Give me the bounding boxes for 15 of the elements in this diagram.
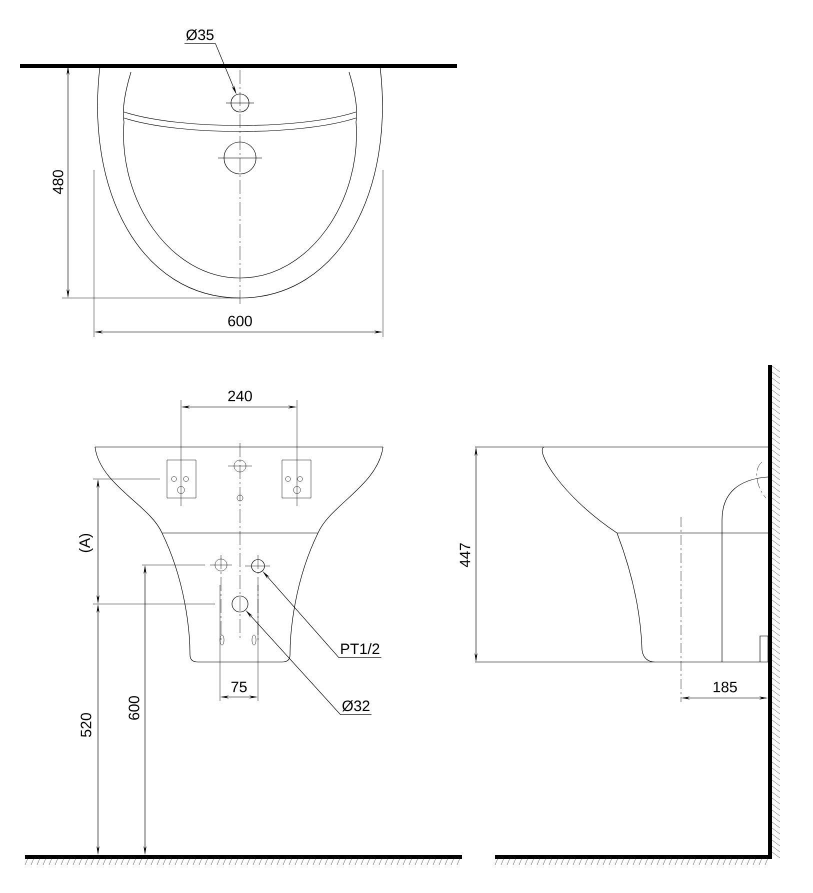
dimension-label: (A) bbox=[78, 532, 94, 554]
dimension-label: 75 bbox=[230, 680, 248, 694]
hole-symbol bbox=[232, 596, 248, 612]
hole-symbol bbox=[230, 94, 250, 112]
callout-label: Ø35 bbox=[186, 29, 214, 40]
dimension-label: 240 bbox=[226, 390, 254, 402]
callout-label: Ø32 bbox=[342, 700, 370, 712]
dimension-label: 520 bbox=[80, 712, 92, 739]
hole-symbol bbox=[251, 559, 265, 573]
dimension-label: 600 bbox=[226, 314, 254, 328]
callout-label: PT1/2 bbox=[341, 643, 380, 654]
dimension-label: 185 bbox=[712, 680, 739, 694]
dimension-label: 480 bbox=[52, 168, 64, 196]
dimension-label: 600 bbox=[128, 694, 140, 722]
dimension-label: 447 bbox=[458, 542, 472, 569]
